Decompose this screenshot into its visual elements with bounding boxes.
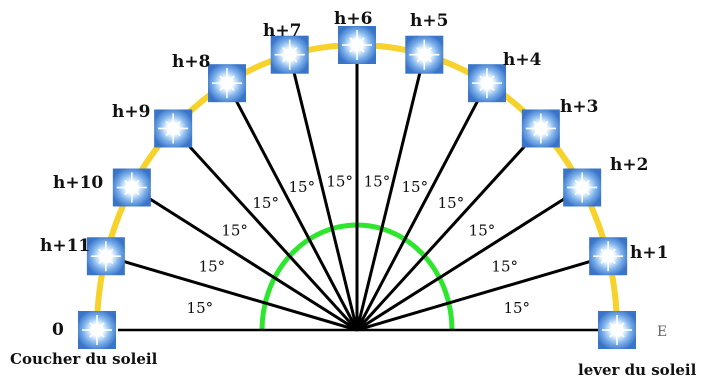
angle-label: 15° [187,299,214,317]
angle-label: 15° [402,178,429,196]
sun-ray-7 [288,54,359,331]
sun-ray-11 [105,254,358,332]
label-h6: h+6 [334,9,372,29]
angle-label: 15° [491,257,518,275]
sun-icon [86,237,125,276]
angle-label: 15° [221,221,248,239]
sun-icon [468,64,506,103]
sun-rays [105,45,609,332]
label-h7: h+7 [263,21,301,41]
sun-icon [598,311,636,349]
sun-icon [270,35,309,74]
label-h1: h+1 [630,243,668,263]
label-zero: 0 [52,320,64,340]
sun-ray-1 [356,254,609,332]
label-h10: h+10 [53,173,103,193]
sun-icon [589,237,628,276]
sun-positions [78,26,636,349]
label-h11: h+11 [40,236,90,256]
label-east: E [657,324,667,340]
sun-icon [338,26,376,64]
angle-labels: 15°15°15°15°15°15°15°15°15°15°15°15° [187,173,531,318]
label-h4: h+4 [503,50,542,70]
sunrise-caption: lever du soleil [578,361,697,379]
sun-ray-2 [356,186,583,332]
sun-icon [112,168,151,207]
angle-label: 15° [438,194,465,212]
sun-ray-9 [172,127,359,332]
sun-ray-4 [355,82,489,331]
angle-label: 15° [288,178,315,196]
label-h9: h+9 [112,102,150,122]
angle-label: 15° [199,257,226,275]
angle-label: 15° [326,173,353,191]
sun-ray-5 [355,54,426,331]
label-h5: h+5 [410,11,448,31]
sun-ray-8 [225,82,359,331]
sunset-caption: Coucher du soleil [10,350,158,368]
sun-icon [563,168,602,207]
angle-label: 15° [364,173,391,191]
label-h3: h+3 [560,97,598,117]
angle-label: 15° [252,194,279,212]
label-h8: h+8 [172,52,210,72]
sun-ray-3 [355,127,542,332]
sun-icon [154,109,193,148]
sun-icon [521,109,560,148]
label-h2: h+2 [610,155,648,175]
sun-icon [208,64,246,103]
sun-ray-10 [131,186,358,332]
sun-icon [405,35,444,74]
angle-label: 15° [469,221,496,239]
sun-icon [78,311,116,349]
angle-label: 15° [503,299,530,317]
